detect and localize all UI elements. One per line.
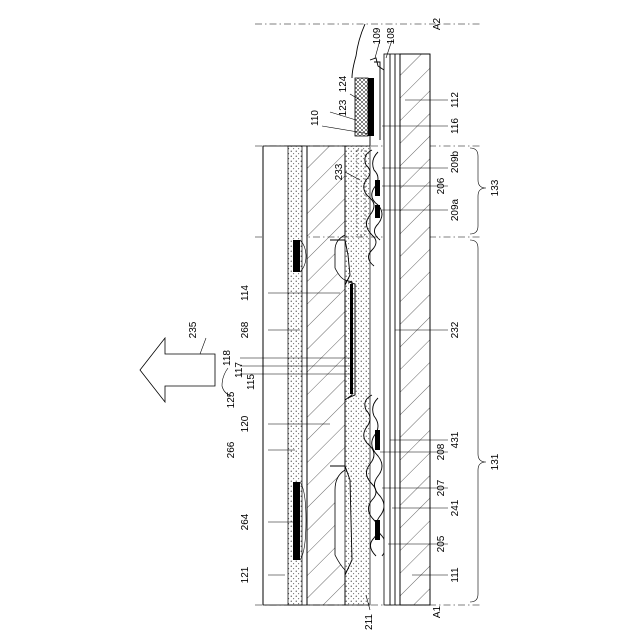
- substrate: [384, 54, 430, 605]
- label-108: 108: [386, 27, 397, 44]
- label-235: 235: [188, 321, 199, 338]
- label-112: 112: [450, 92, 461, 108]
- label-208: 208: [436, 443, 447, 460]
- label-116: 116: [450, 118, 461, 134]
- label-264: 264: [240, 513, 251, 530]
- label-a1: A1: [432, 605, 443, 618]
- label-232: 232: [450, 321, 461, 338]
- label-123: 123: [338, 99, 349, 116]
- emission-arrow: [140, 338, 215, 402]
- label-a2: A2: [432, 17, 443, 30]
- label-206: 206: [436, 177, 447, 194]
- label-117: 117: [234, 362, 245, 378]
- label-115: 115: [246, 374, 257, 390]
- label-114: 114: [240, 285, 251, 301]
- label-233: 233: [334, 163, 345, 180]
- label-207: 207: [436, 479, 447, 496]
- label-266: 266: [226, 441, 237, 458]
- label-241: 241: [450, 499, 461, 516]
- label-268: 268: [240, 321, 251, 338]
- label-211: 211: [364, 614, 375, 630]
- label-209a: 209a: [450, 198, 461, 221]
- label-118: 118: [222, 350, 233, 366]
- region-brackets: [470, 148, 486, 602]
- label-120: 120: [240, 415, 251, 432]
- label-133: 133: [490, 179, 501, 196]
- label-121: 121: [240, 566, 251, 583]
- label-131: 131: [490, 453, 501, 470]
- counter-substrate: [263, 146, 307, 605]
- el-layer: [345, 146, 370, 605]
- label-431: 431: [450, 431, 461, 448]
- label-110: 110: [310, 110, 321, 126]
- label-111: 111: [450, 567, 461, 583]
- label-209b: 209b: [450, 150, 461, 173]
- label-109: 109: [372, 27, 383, 44]
- label-124: 124: [338, 75, 349, 92]
- label-205: 205: [436, 535, 447, 552]
- filler-layer: [307, 146, 345, 605]
- label-125: 125: [226, 391, 237, 408]
